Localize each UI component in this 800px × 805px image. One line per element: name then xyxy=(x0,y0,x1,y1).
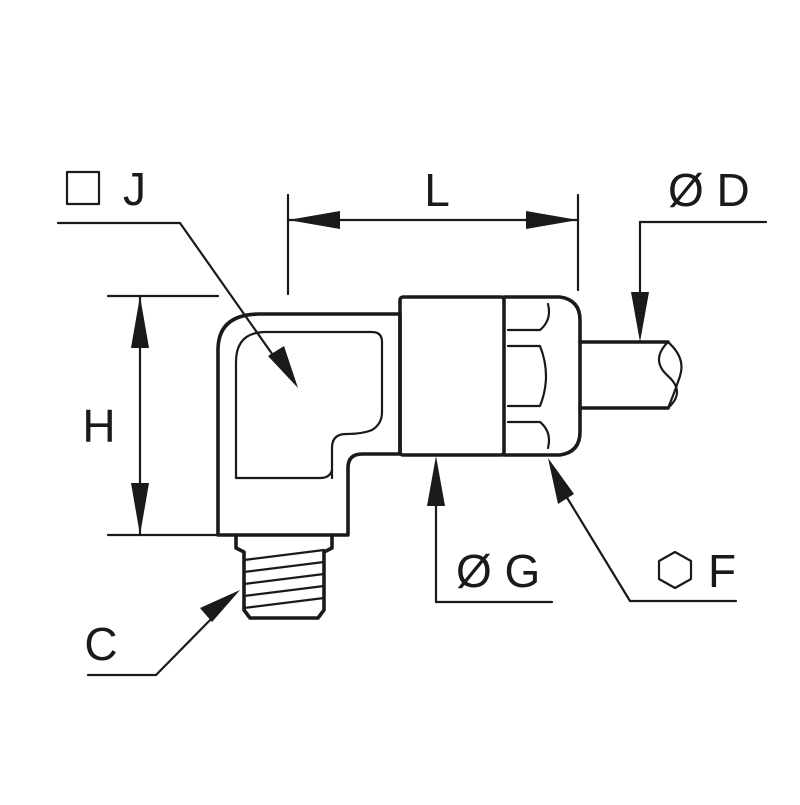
arrowhead-D xyxy=(631,292,649,342)
dimension-H: H xyxy=(82,294,220,537)
leader-C: C xyxy=(84,590,240,677)
label-D: Ø D xyxy=(668,164,750,216)
leader-D: Ø D xyxy=(631,164,768,342)
leader-J-line xyxy=(178,221,284,370)
arrowhead-H-top xyxy=(131,296,149,348)
arrowhead-F xyxy=(548,458,574,504)
hex-flat-bottom xyxy=(506,420,551,450)
nut-hex-head xyxy=(502,295,582,457)
leader-G: Ø G xyxy=(427,456,554,604)
arrowhead-C xyxy=(200,590,240,622)
tube-break xyxy=(657,340,683,410)
label-C: C xyxy=(84,618,117,670)
arrowhead-L-right xyxy=(526,211,578,229)
leader-F-line xyxy=(564,494,632,603)
leader-J: J xyxy=(56,163,298,388)
thread-lines xyxy=(242,548,326,610)
arrowhead-H-bottom xyxy=(131,483,149,535)
elbow-inner-contour xyxy=(234,330,384,480)
arrowhead-L-left xyxy=(288,211,340,229)
thread-stud xyxy=(234,533,334,620)
arrowhead-J xyxy=(268,346,298,388)
tube xyxy=(578,340,683,410)
label-L: L xyxy=(424,164,450,216)
elbow-inner-bottom xyxy=(234,468,334,480)
nut-sleeve xyxy=(398,295,506,457)
arrowhead-G xyxy=(427,456,445,506)
hexagon-icon xyxy=(657,550,693,590)
thread-outline xyxy=(234,533,334,620)
square-icon xyxy=(65,170,101,206)
leader-F: F xyxy=(548,458,738,603)
elbow-outline xyxy=(216,312,402,537)
label-G: Ø G xyxy=(456,545,540,597)
hex-flat-middle xyxy=(506,344,548,408)
collet-nut xyxy=(398,295,582,457)
label-J: J xyxy=(123,163,146,215)
label-F: F xyxy=(708,545,736,597)
leader-C-line xyxy=(154,610,220,677)
label-H: H xyxy=(82,400,115,452)
elbow-body xyxy=(216,312,402,537)
hex-flat-top xyxy=(506,302,551,332)
dimension-L: L xyxy=(286,164,580,296)
